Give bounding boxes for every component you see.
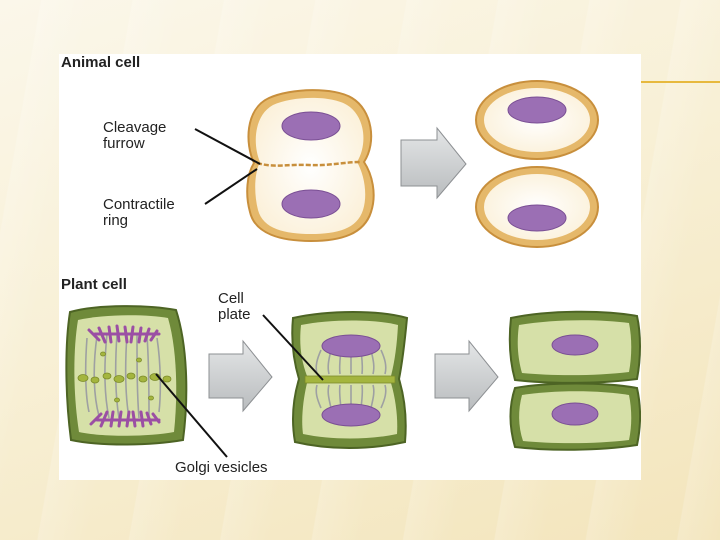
contractile-ring: [256, 160, 362, 167]
contractile-label-line1: Contractile: [103, 196, 175, 213]
animal-cell-title: Animal cell: [61, 54, 141, 71]
plant-cell-title: Plant cell: [61, 276, 127, 293]
plant-arrow-1: [208, 339, 273, 413]
nucleus-top: [321, 334, 381, 358]
plant-cell-early: [65, 305, 188, 446]
cleavage-label-line2: furrow: [103, 135, 145, 152]
cell-plate-label-line2: plate: [218, 306, 251, 323]
animal-daughter-top: [475, 80, 599, 160]
accent-line: [640, 81, 720, 83]
plant-daughter-bottom: [509, 382, 641, 451]
plant-daughter-top: [508, 310, 641, 384]
golgi-vesicles-label: Golgi vesicles: [175, 459, 268, 476]
nucleus-bottom: [321, 403, 381, 427]
plant-arrow-2: [434, 339, 499, 413]
contractile-label-line2: ring: [103, 212, 129, 229]
plant-cell-plate: [291, 311, 409, 449]
cell-plate-pointer: [262, 314, 324, 381]
contractile-ring-pointer: [204, 168, 258, 205]
cell-plate: [304, 375, 396, 384]
cytokinesis-figure: Animal cell Cleavage furrow Contractile …: [59, 54, 641, 480]
animal-dividing-cell: [246, 89, 375, 243]
cell-plate-label: Cell plate: [218, 291, 251, 323]
cell-plate-label-line1: Cell: [218, 290, 244, 307]
nucleus-top: [281, 111, 341, 141]
animal-arrow: [400, 126, 467, 200]
cleavage-label-line1: Cleavage: [103, 119, 167, 136]
nucleus-bottom: [281, 189, 341, 219]
cleavage-furrow-label: Cleavage furrow: [103, 120, 166, 152]
golgi-vesicles-pointer: [155, 373, 228, 458]
cleavage-furrow-pointer: [194, 128, 261, 165]
cytokinesis-diagram: [65, 80, 641, 458]
contractile-ring-label: Contractile ring: [103, 197, 175, 229]
animal-daughter-bottom: [475, 166, 599, 248]
